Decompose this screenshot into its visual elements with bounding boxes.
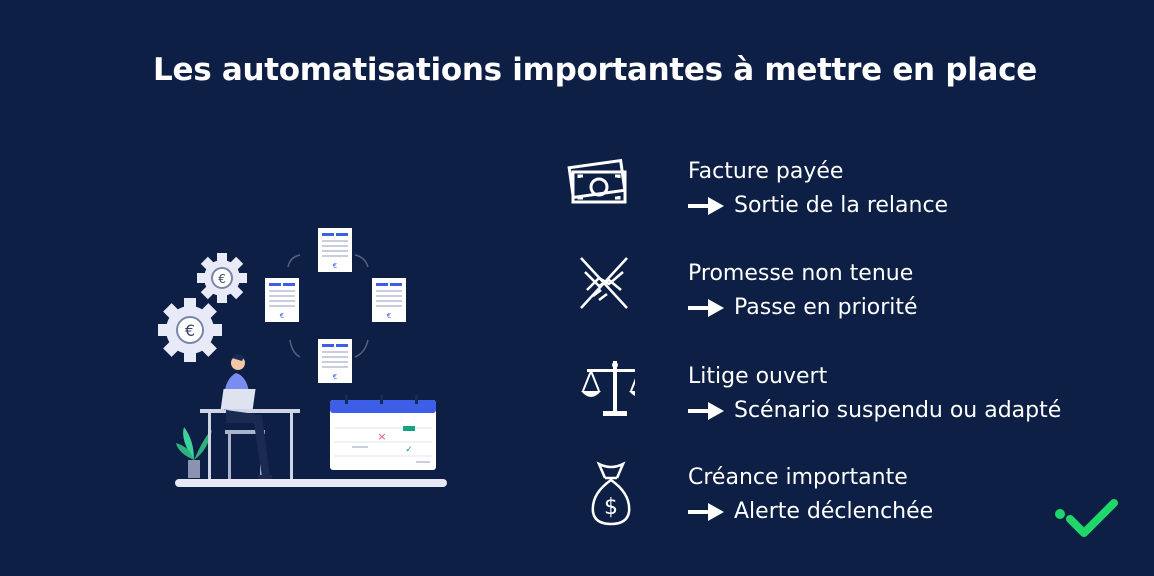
calendar-icon: × ✓: [330, 395, 436, 470]
invoice-bottom-icon: €: [318, 339, 352, 383]
page-title: Les automatisations importantes à mettre…: [153, 52, 1037, 88]
gear-euro-small-icon: €: [197, 253, 247, 303]
list-item: Promesse non tenue Passe en priorité: [565, 252, 1125, 332]
svg-text:✓: ✓: [405, 445, 413, 455]
list-item: Facture payée Sortie de la relance: [565, 150, 1125, 230]
list-item: Litige ouvert Scénario suspendu ou adapt…: [565, 355, 1125, 435]
item-label: Promesse non tenue: [688, 261, 914, 286]
arrow-right-icon: [688, 299, 724, 317]
svg-text:€: €: [185, 321, 195, 340]
gear-euro-large-icon: €: [158, 298, 222, 362]
svg-text:€: €: [387, 312, 391, 320]
svg-text:€: €: [218, 272, 226, 286]
svg-text:€: €: [280, 312, 284, 320]
scales-icon: [581, 361, 635, 416]
arrow-right-icon: [688, 197, 724, 215]
money-bag-icon: $: [591, 461, 631, 526]
svg-text:$: $: [604, 495, 618, 520]
item-label: Facture payée: [688, 159, 844, 184]
item-action: Passe en priorité: [734, 295, 918, 320]
item-action: Sortie de la relance: [734, 193, 949, 218]
item-label: Créance importante: [688, 465, 908, 490]
list-item: $ Créance importante Alerte déclenchée: [565, 456, 1125, 536]
svg-text:×: ×: [377, 430, 386, 443]
item-action: Scénario suspendu ou adapté: [734, 398, 1062, 423]
plant-icon: [176, 427, 212, 478]
automation-illustration: € € € € €: [158, 228, 447, 487]
broken-handshake-icon: [580, 257, 628, 309]
svg-text:€: €: [333, 373, 337, 381]
invoice-top-icon: €: [318, 228, 352, 272]
brand-checkmark-icon: [1055, 499, 1118, 537]
invoice-left-icon: €: [265, 278, 299, 322]
item-action: Alerte déclenchée: [734, 499, 934, 524]
arrow-right-icon: [688, 402, 724, 420]
svg-text:€: €: [333, 262, 337, 270]
arrow-right-icon: [688, 503, 724, 521]
cash-icon: [567, 158, 627, 204]
invoice-right-icon: €: [372, 278, 406, 322]
item-label: Litige ouvert: [688, 364, 828, 389]
